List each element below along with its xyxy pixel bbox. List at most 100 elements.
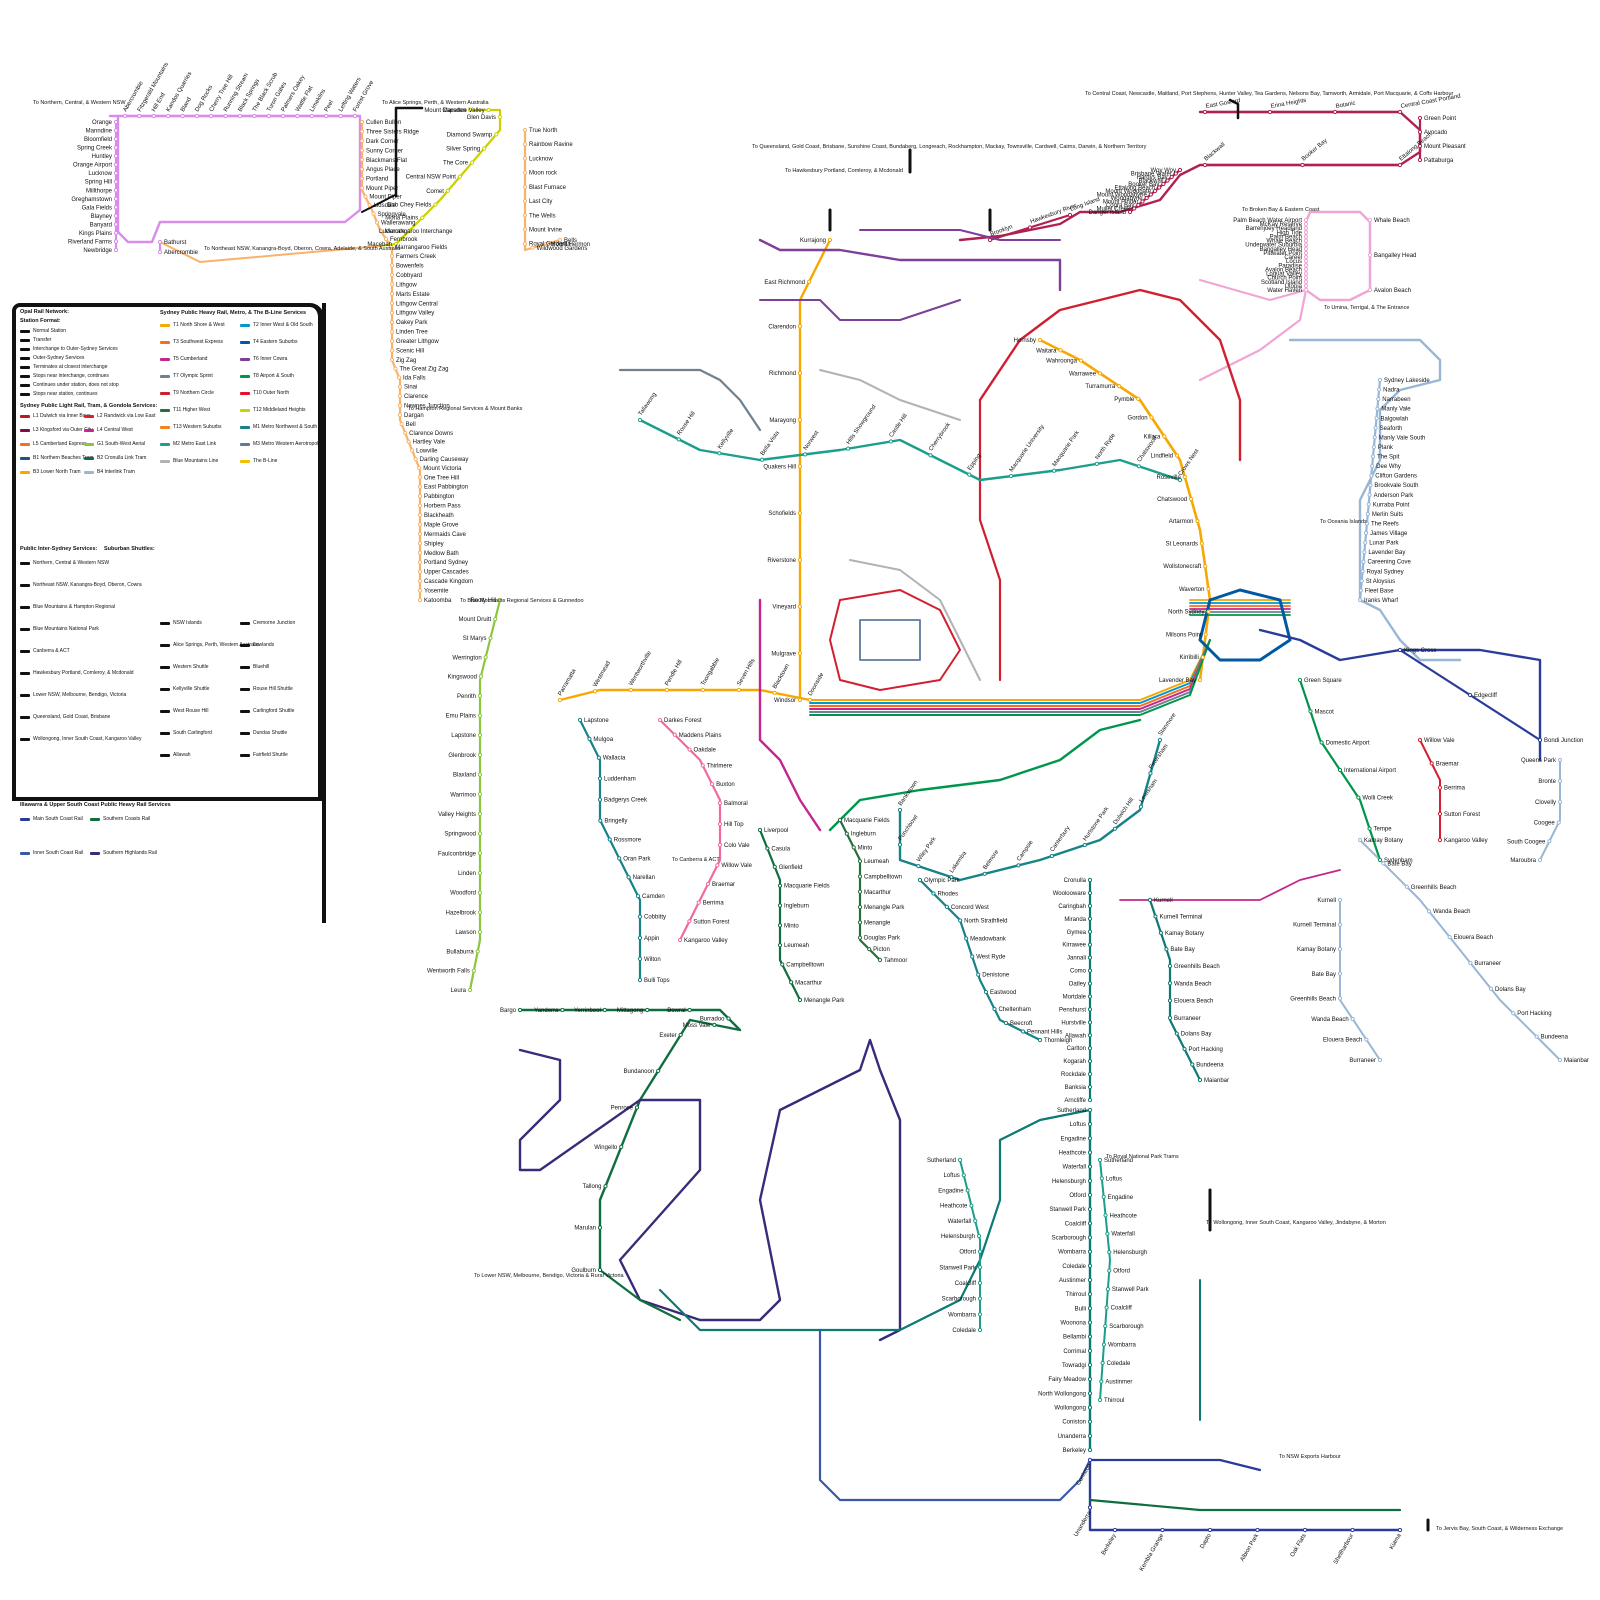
station-marker[interactable]	[1164, 947, 1169, 952]
station-marker[interactable]	[467, 987, 473, 993]
station-marker[interactable]	[359, 119, 365, 125]
station-marker[interactable]	[1303, 246, 1309, 251]
station-label[interactable]: Wiley Park	[916, 836, 938, 864]
station-marker[interactable]	[1087, 1033, 1093, 1038]
station-marker[interactable]	[406, 439, 411, 444]
station-label[interactable]: Central NSW Point	[406, 175, 457, 181]
station-label[interactable]: Canterbury	[1050, 825, 1072, 853]
station-label[interactable]: Unanderra	[1058, 1434, 1087, 1440]
station-label[interactable]: Hurlstone Park	[1083, 805, 1111, 842]
station-label[interactable]: Doonside	[808, 671, 826, 697]
station-marker[interactable]	[1358, 588, 1363, 593]
station-label[interactable]: East Gosford	[1205, 98, 1241, 110]
station-marker[interactable]	[557, 697, 563, 703]
station-marker[interactable]	[777, 883, 783, 888]
station-marker[interactable]	[517, 1007, 523, 1013]
station-marker[interactable]	[522, 227, 528, 232]
station-marker[interactable]	[877, 957, 883, 963]
station-label[interactable]: Woodford	[450, 891, 476, 897]
station-label[interactable]: Orange Airport	[73, 163, 112, 169]
station-label[interactable]: Banyard	[90, 222, 112, 228]
station-marker[interactable]	[397, 394, 403, 399]
dest-alice[interactable]: To Alice Springs, Perth, & Western Austr…	[382, 100, 490, 106]
station-label[interactable]: Glen Davis	[467, 115, 496, 121]
station-marker[interactable]	[1203, 632, 1208, 637]
station-label[interactable]: Zig Zag	[396, 358, 416, 364]
station-marker[interactable]	[964, 936, 969, 941]
station-marker[interactable]	[970, 954, 975, 959]
station-marker[interactable]	[1132, 206, 1137, 211]
station-marker[interactable]	[797, 417, 803, 422]
station-label[interactable]: Lawson	[455, 930, 476, 936]
station-marker[interactable]	[113, 145, 119, 150]
station-label[interactable]: Fleet Base	[1365, 588, 1394, 594]
station-label[interactable]: Rooty Hill	[470, 598, 496, 604]
station-label[interactable]: Bowral	[667, 1008, 685, 1014]
station-marker[interactable]	[1087, 1207, 1093, 1212]
station-marker[interactable]	[598, 818, 603, 823]
station-label[interactable]: Menangle Park	[864, 905, 905, 911]
station-label[interactable]: Willow Vale	[721, 863, 752, 869]
station-marker[interactable]	[780, 962, 785, 967]
station-label[interactable]: Norwest	[803, 430, 821, 452]
station-label[interactable]: Hill End	[151, 92, 167, 113]
station-marker[interactable]	[777, 903, 783, 908]
station-marker[interactable]	[1027, 225, 1033, 230]
station-label[interactable]: Coogee	[1534, 821, 1556, 827]
station-label[interactable]: Underwater Suburbia	[1245, 243, 1302, 249]
station-marker[interactable]	[587, 736, 592, 741]
station-marker[interactable]	[1165, 178, 1170, 183]
station-label[interactable]: Bargo	[500, 1008, 517, 1014]
station-marker[interactable]	[1112, 1527, 1118, 1533]
station-marker[interactable]	[1370, 454, 1376, 459]
station-marker[interactable]	[1167, 963, 1173, 969]
station-marker[interactable]	[1174, 453, 1180, 458]
station-label[interactable]: Rainbow Ravine	[529, 142, 573, 148]
station-label[interactable]: Bringelly	[604, 819, 627, 825]
station-label[interactable]: Lavender Bay	[1159, 678, 1196, 684]
station-label[interactable]: Lithgow	[396, 282, 417, 288]
station-label[interactable]: Casula	[771, 846, 790, 852]
station-marker[interactable]	[359, 176, 365, 181]
station-marker[interactable]	[352, 113, 358, 119]
station-marker[interactable]	[1362, 550, 1367, 555]
station-label[interactable]: Yanderra	[534, 1008, 559, 1014]
station-label[interactable]: Bate Bay	[1170, 947, 1194, 953]
station-label[interactable]: Emu Plains	[446, 714, 476, 720]
station-marker[interactable]	[797, 697, 803, 703]
station-label[interactable]: Greenhills Beach	[1290, 996, 1336, 1002]
station-marker[interactable]	[987, 237, 993, 243]
station-marker[interactable]	[1534, 1034, 1539, 1039]
station-label[interactable]: Engadine	[1108, 1195, 1134, 1201]
station-marker[interactable]	[760, 457, 765, 462]
station-marker[interactable]	[1367, 826, 1372, 831]
station-marker[interactable]	[797, 557, 803, 562]
station-marker[interactable]	[592, 689, 598, 694]
station-label[interactable]: Blackwall	[1203, 142, 1226, 163]
station-label[interactable]: Green Point	[1424, 116, 1456, 122]
dest-royal-np[interactable]: To Royal National Park Trams	[1106, 1154, 1179, 1160]
station-label[interactable]: Bundeena	[1541, 1035, 1569, 1041]
station-label[interactable]: Woy Woy	[1151, 168, 1176, 174]
station-marker[interactable]	[635, 894, 641, 899]
station-marker[interactable]	[1087, 1292, 1093, 1297]
station-label[interactable]: One Tree Hill	[424, 475, 459, 481]
station-label[interactable]: Mount Irvine	[529, 228, 563, 234]
station-marker[interactable]	[1417, 737, 1423, 743]
station-marker[interactable]	[1152, 188, 1158, 194]
station-label[interactable]: Westmead	[592, 661, 611, 689]
station-marker[interactable]	[1468, 960, 1473, 966]
station-marker[interactable]	[1556, 820, 1561, 825]
station-label[interactable]: Mount Pindar	[1103, 200, 1139, 206]
station-label[interactable]: Bangalley Head	[1260, 247, 1302, 253]
station-label[interactable]: Coalcliff	[1111, 1306, 1133, 1312]
station-label[interactable]: Macquarie Fields	[784, 884, 830, 890]
station-label[interactable]: Concord West	[951, 905, 989, 911]
station-marker[interactable]	[1087, 1178, 1093, 1183]
station-marker[interactable]	[577, 717, 583, 723]
station-label[interactable]: Leumeah	[864, 859, 889, 865]
station-label[interactable]: Otford	[959, 1250, 976, 1256]
station-marker[interactable]	[807, 279, 812, 284]
station-marker[interactable]	[1016, 863, 1021, 868]
station-label[interactable]: Kogarah	[1063, 1059, 1086, 1065]
